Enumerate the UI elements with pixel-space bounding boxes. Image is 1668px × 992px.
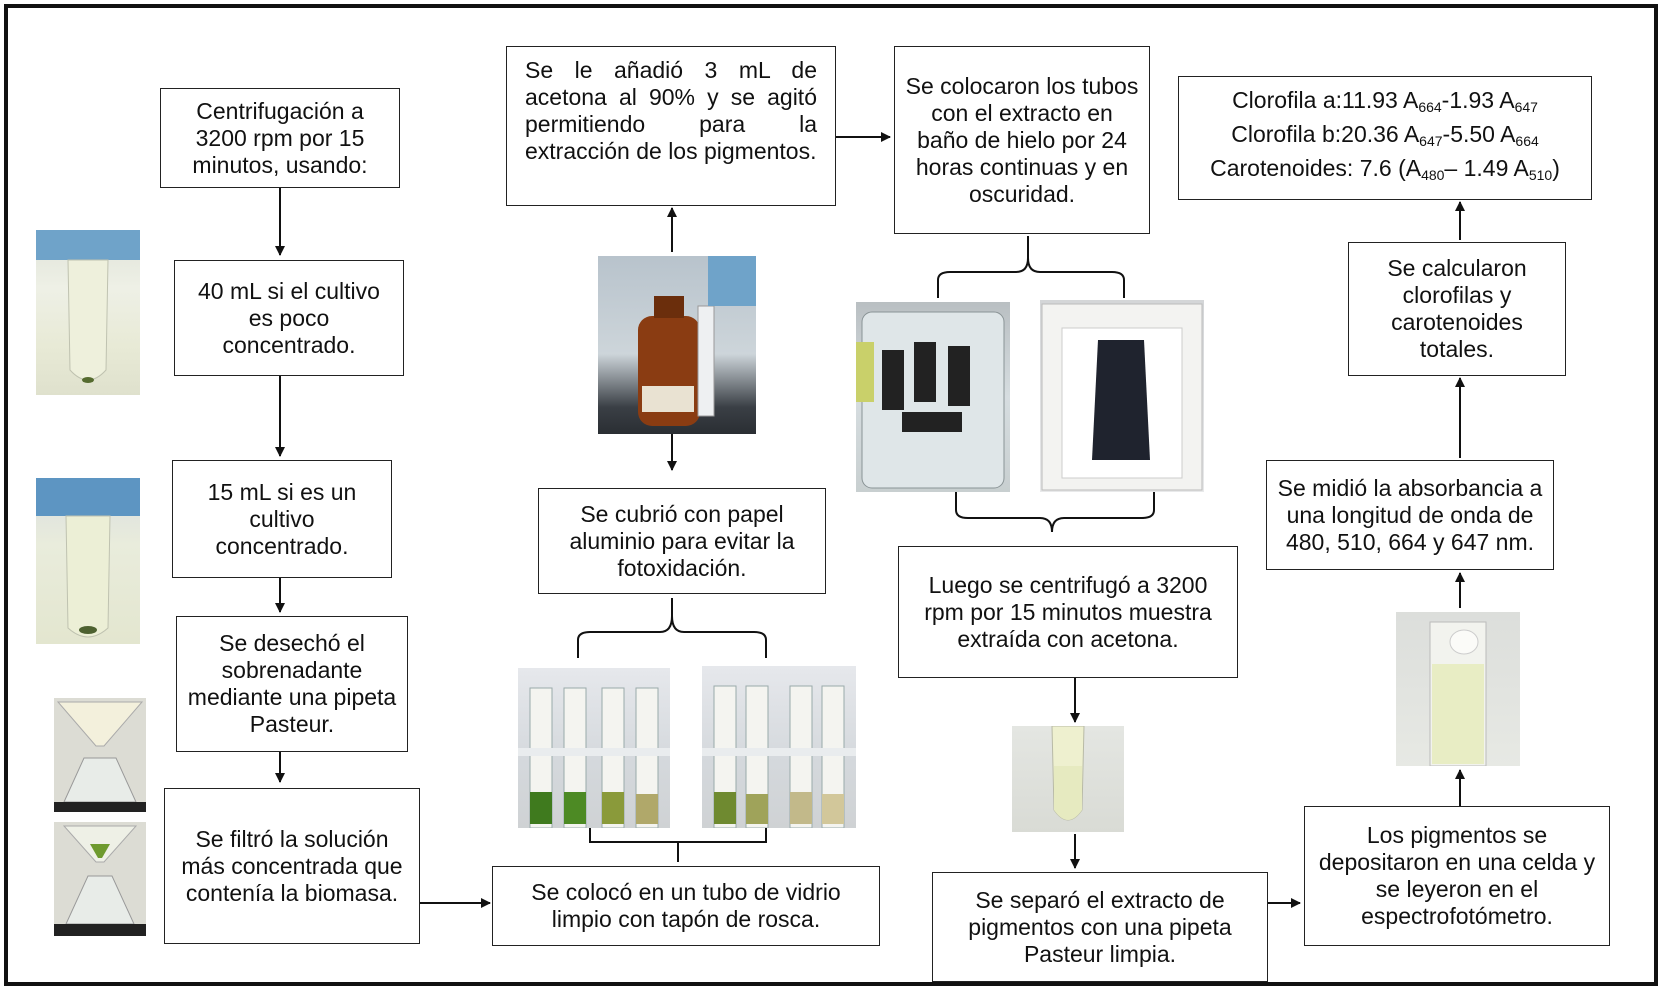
formula-carotenoids: Carotenoides: 7.6 (A480– 1.49 A510) <box>1210 155 1560 189</box>
step-acetone: Se le añadió 3 mL de acetona al 90% y se… <box>506 46 836 206</box>
tubes-photo-left <box>518 668 670 828</box>
formula-carot-end: ) <box>1552 155 1560 181</box>
formula-chl-a-sub1: 664 <box>1418 99 1442 115</box>
tubes-photo-right <box>702 666 856 828</box>
step-absorbance-text: Se midió la absorbancia a una longitud d… <box>1277 474 1543 555</box>
ice-bath-box-photo <box>1040 300 1204 492</box>
funnel-flask-photo-2 <box>54 822 146 936</box>
funnel-flask-photo-1 <box>54 698 146 812</box>
step-15ml-text: 15 mL si es un cultivo concentrado. <box>207 478 357 559</box>
brace-tubes-bottom <box>589 824 767 862</box>
formula-chlorophyll-a: Clorofila a:11.93 A664-1.93 A647 <box>1232 87 1538 121</box>
ice-bath-jar-photo <box>856 302 1010 492</box>
formula-chl-b-sub1: 647 <box>1419 133 1443 149</box>
step-centrifuge-2: Luego se centrifugó a 3200 rpm por 15 mi… <box>898 546 1238 678</box>
step-glass-tube-text: Se colocó en un tubo de vidrio limpio co… <box>531 879 841 932</box>
step-ice-bath-text: Se colocaron los tubos con el extracto e… <box>905 72 1139 207</box>
step-filter: Se filtró la solución más concentrada qu… <box>164 788 420 944</box>
formula-chl-a-sub2: 647 <box>1514 99 1538 115</box>
centrifuge-tube-photo-1 <box>36 230 140 395</box>
step-calc: Se calcularon clorofilas y carotenoides … <box>1348 242 1566 376</box>
brace-icebath <box>937 257 1125 298</box>
step-40ml: 40 mL si el cultivo es poco concentrado. <box>174 260 404 376</box>
step-40ml-text: 40 mL si el cultivo es poco concentrado. <box>198 277 380 358</box>
step-glass-tube: Se colocó en un tubo de vidrio limpio co… <box>492 866 880 946</box>
formula-carot-sub2: 510 <box>1528 167 1553 183</box>
step-separate-text: Se separó el extracto de pigmentos con u… <box>968 886 1232 967</box>
step-centrifuge-2-text: Luego se centrifugó a 3200 rpm por 15 mi… <box>924 571 1212 652</box>
step-15ml: 15 mL si es un cultivo concentrado. <box>172 460 392 578</box>
step-ice-bath: Se colocaron los tubos con el extracto e… <box>894 46 1150 234</box>
cuvette-photo <box>1396 612 1520 766</box>
step-discard: Se desechó el sobrenadante mediante una … <box>176 616 408 752</box>
formula-chl-b-label: Clorofila b:20.36 A <box>1231 121 1420 147</box>
formula-carot-mid: – 1.49 A <box>1444 155 1529 181</box>
diagram-frame <box>4 4 1658 986</box>
brace-tubes-top <box>577 615 767 658</box>
step-foil: Se cubrió con papel aluminio para evitar… <box>538 488 826 594</box>
step-separate: Se separó el extracto de pigmentos con u… <box>932 872 1268 982</box>
formula-chlorophyll-b: Clorofila b:20.36 A647-5.50 A664 <box>1231 121 1539 155</box>
formulas-box: Clorofila a:11.93 A664-1.93 A647 Clorofi… <box>1178 76 1592 200</box>
step-cell: Los pigmentos se depositaron en una celd… <box>1304 806 1610 946</box>
step-absorbance: Se midió la absorbancia a una longitud d… <box>1266 460 1554 570</box>
brace-icebath-photos <box>955 492 1155 533</box>
step-cell-text: Los pigmentos se depositaron en una celd… <box>1318 822 1596 929</box>
acetone-bottle-photo <box>598 256 756 434</box>
formula-chl-b-mid: -5.50 A <box>1442 121 1516 147</box>
step-acetone-text: Se le añadió 3 mL de acetona al 90% y se… <box>525 57 817 164</box>
formula-chl-b-sub2: 664 <box>1515 133 1539 149</box>
extract-tube-photo <box>1012 726 1124 832</box>
centrifuge-tube-photo-2 <box>36 478 140 644</box>
step-discard-text: Se desechó el sobrenadante mediante una … <box>187 630 397 737</box>
step-foil-text: Se cubrió con papel aluminio para evitar… <box>569 500 795 581</box>
formula-chl-a-mid: -1.93 A <box>1441 87 1515 113</box>
step-filter-text: Se filtró la solución más concentrada qu… <box>181 825 403 906</box>
step-centrifuge: Centrifugación a 3200 rpm por 15 minutos… <box>160 88 400 188</box>
step-centrifuge-text: Centrifugación a 3200 rpm por 15 minutos… <box>192 97 368 178</box>
step-calc-text: Se calcularon clorofilas y carotenoides … <box>1387 255 1527 362</box>
formula-carot-sub1: 480 <box>1421 167 1445 183</box>
formula-carot-label: Carotenoides: 7.6 (A <box>1210 155 1422 181</box>
formula-chl-a-label: Clorofila a:11.93 A <box>1232 87 1419 113</box>
